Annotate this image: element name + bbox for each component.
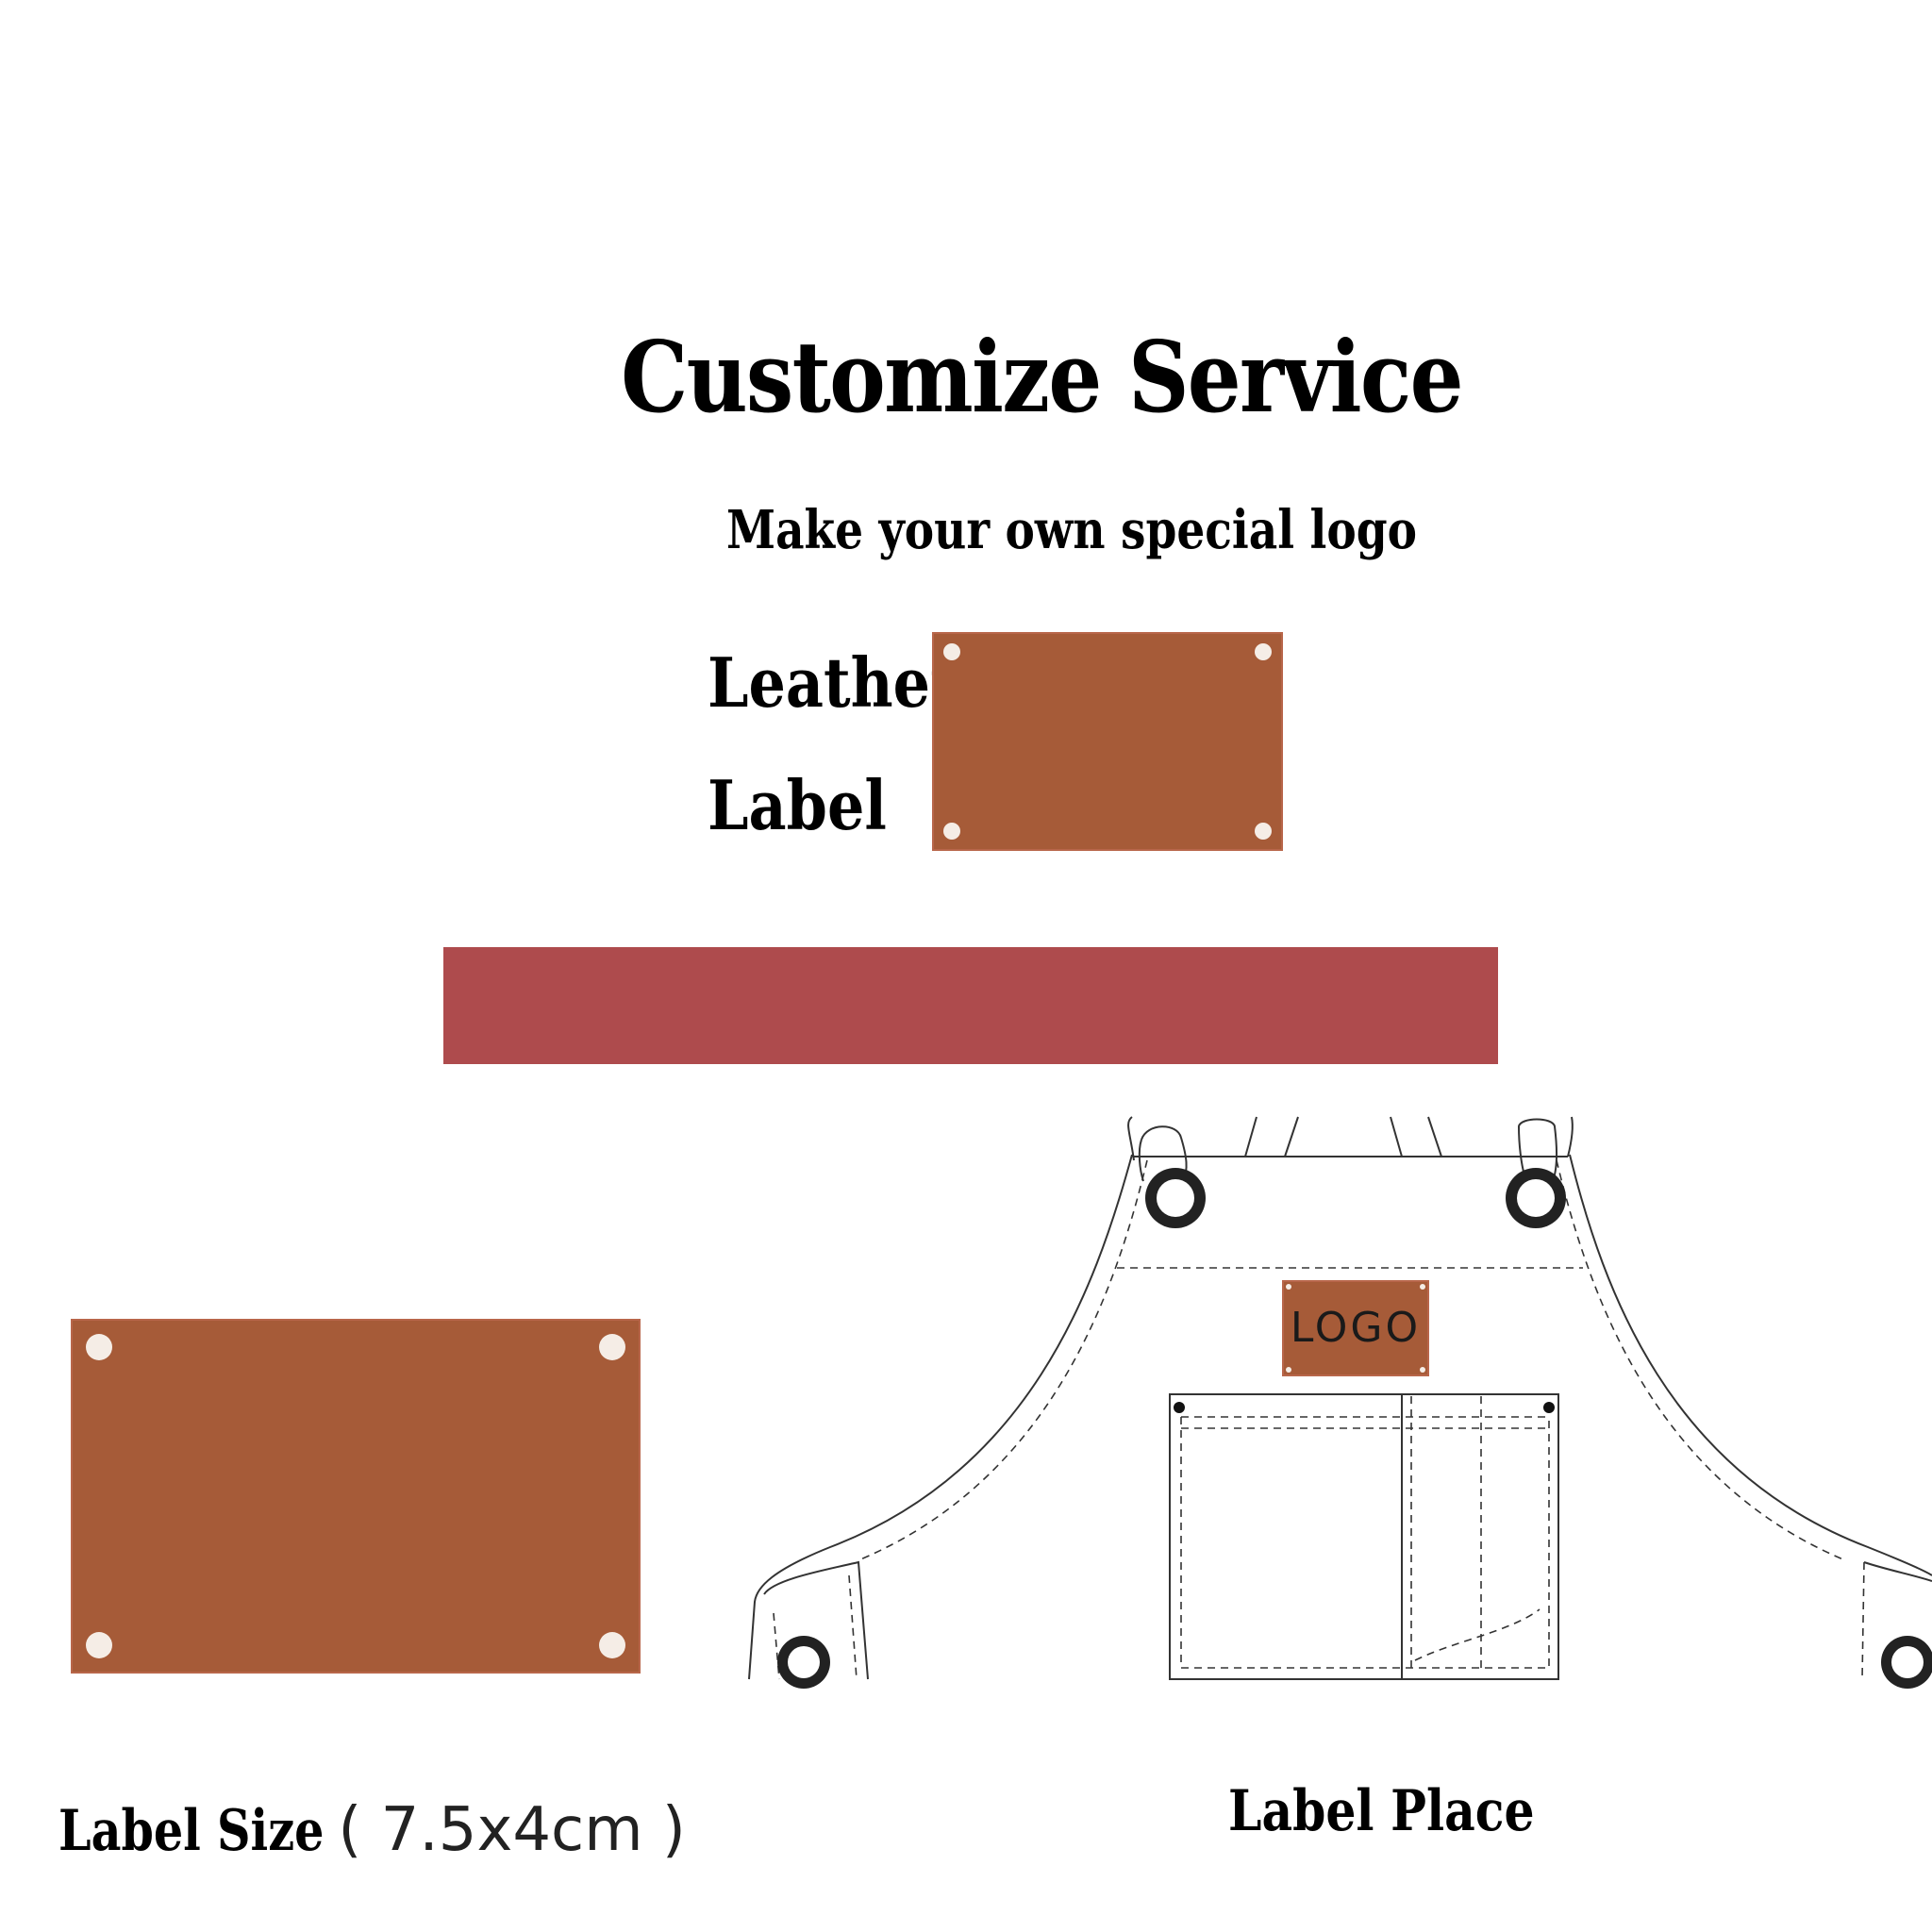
label-size-value: ( 7.5x4cm ) xyxy=(338,1795,686,1865)
page-subtitle: Make your own special logo xyxy=(726,499,1418,561)
leather-label-line1: Leather xyxy=(708,642,961,723)
leather-label-sample xyxy=(932,632,1283,851)
rivet-icon xyxy=(599,1334,625,1360)
rivet-icon xyxy=(1255,643,1272,660)
apron-illustration: LOGO xyxy=(748,1116,1932,1689)
rivet-icon xyxy=(86,1334,112,1360)
leather-label-large xyxy=(71,1319,641,1674)
leather-label-line2: Label xyxy=(708,765,887,845)
rivet-icon xyxy=(599,1632,625,1658)
label-size-title: Label Size xyxy=(58,1798,325,1864)
divider-band xyxy=(443,947,1498,1064)
label-place: Label Place xyxy=(1228,1778,1535,1844)
apron-logo-text: LOGO xyxy=(1291,1304,1421,1352)
rivet-icon xyxy=(86,1632,112,1658)
rivet-icon xyxy=(943,823,960,840)
rivet-icon xyxy=(1255,823,1272,840)
page-title: Customize Service xyxy=(621,319,1463,435)
label-size: Label Size ( 7.5x4cm ) xyxy=(58,1800,686,1860)
rivet-icon xyxy=(943,643,960,660)
